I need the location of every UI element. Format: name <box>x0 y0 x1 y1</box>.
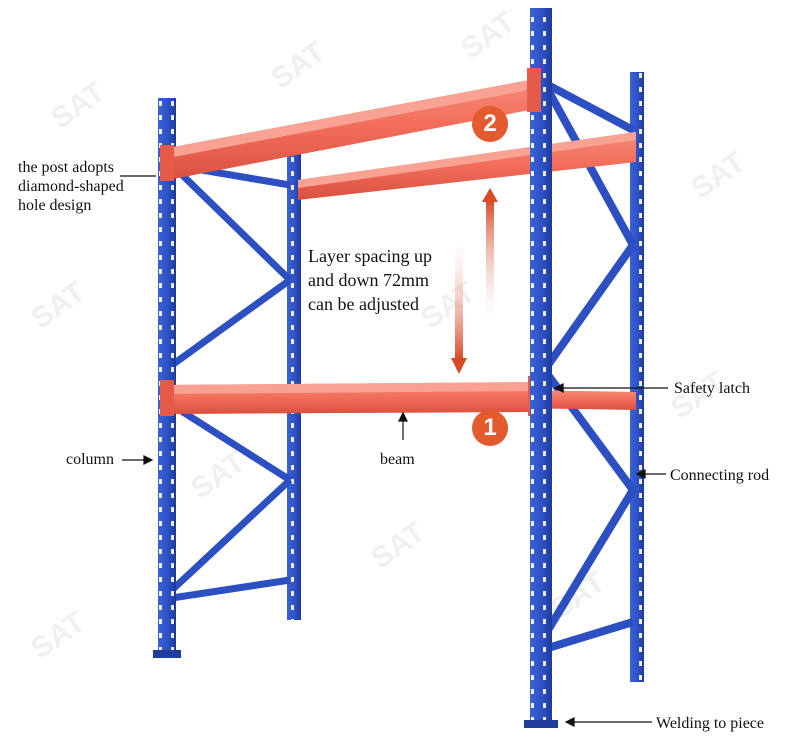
svg-text:SAT: SAT <box>185 446 251 506</box>
spacing-label: Layer spacing up and down 72mm can be ad… <box>308 244 432 316</box>
spacing-arrows <box>451 188 498 374</box>
post-hole-label-line3: hole design <box>18 197 92 214</box>
post-hole-label: the post adopts diamond-shaped hole desi… <box>18 158 124 215</box>
svg-text:SAT: SAT <box>455 6 521 66</box>
spacing-label-line1: Layer spacing up <box>308 246 432 266</box>
left-frame-bracing <box>169 161 293 602</box>
spacing-label-line2: and down 72mm <box>308 270 429 290</box>
safety-latch-label: Safety latch <box>674 380 750 397</box>
svg-text:SAT: SAT <box>25 276 91 336</box>
lower-front-beam <box>160 376 542 416</box>
beam-label: beam <box>380 451 415 468</box>
upper-front-beam <box>160 78 540 181</box>
connecting-rod-label: Connecting rod <box>670 467 770 484</box>
right-front-post <box>524 8 558 728</box>
svg-text:SAT: SAT <box>45 76 111 136</box>
level-1-badge: 1 <box>472 410 508 446</box>
level-1-number: 1 <box>483 414 497 441</box>
left-front-post <box>153 98 181 658</box>
right-frame-bracing <box>544 81 637 652</box>
svg-text:SAT: SAT <box>685 146 751 206</box>
level-2-number: 2 <box>483 110 497 137</box>
spacing-label-line3: can be adjusted <box>308 294 419 314</box>
svg-text:SAT: SAT <box>25 606 91 666</box>
callout-lines <box>120 175 668 727</box>
post-hole-label-line1: the post adopts <box>18 159 114 176</box>
post-hole-label-line2: diamond-shaped <box>18 178 124 195</box>
column-label: column <box>66 451 114 468</box>
svg-text:SAT: SAT <box>265 36 331 96</box>
right-back-post <box>630 72 644 682</box>
level-2-badge: 2 <box>472 106 508 142</box>
welding-label: Welding to piece <box>656 715 765 732</box>
svg-text:SAT: SAT <box>365 516 431 576</box>
